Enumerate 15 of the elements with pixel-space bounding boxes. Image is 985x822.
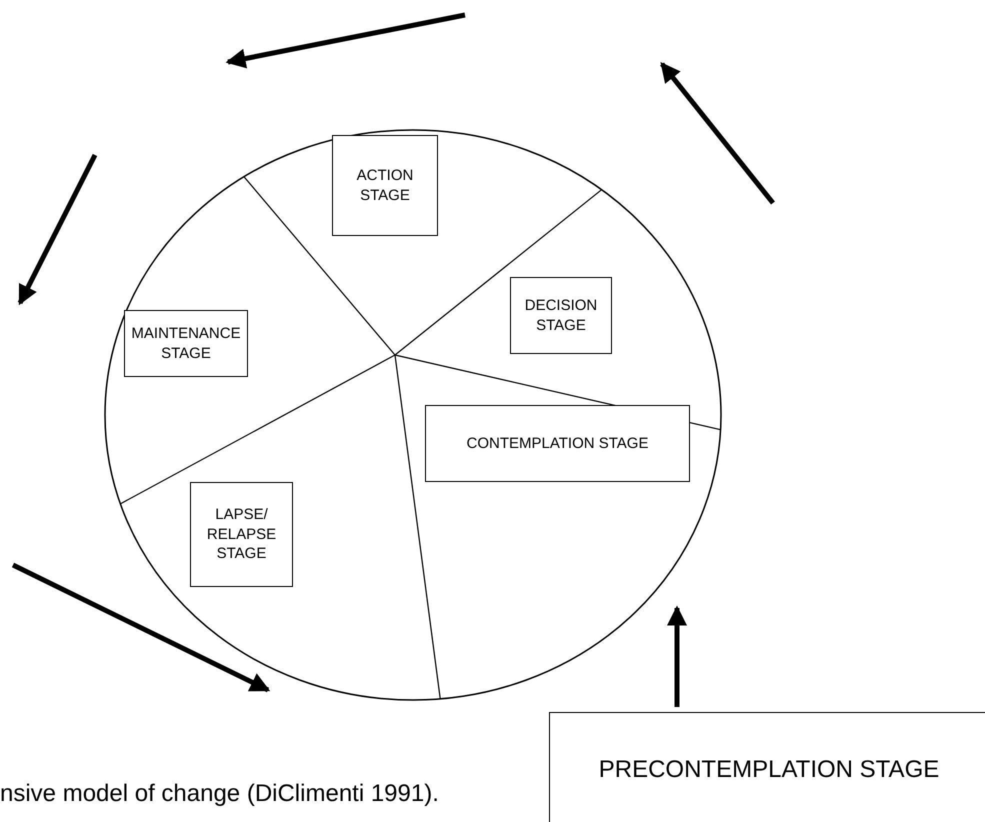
stage-box [510,277,612,354]
stage-label: LAPSE/ RELAPSE STAGE [206,505,278,564]
stage-box [124,310,248,377]
stage-label: MAINTENANCE STAGE [130,324,242,363]
stage-label: CONTEMPLATION STAGE [466,434,648,454]
wheel-circle [103,128,723,702]
stage-box [425,405,690,482]
stage-label: PRECONTEMPLATION STAGE [598,754,940,785]
stage-box [549,712,985,822]
stage-label: DECISION STAGE [524,296,598,335]
stage-label: ACTION STAGE [356,166,414,205]
stage-box [190,482,293,587]
stage-box [332,135,438,236]
caption: nsive model of change (DiClimenti 1991). [0,780,439,808]
arrow [667,606,687,707]
